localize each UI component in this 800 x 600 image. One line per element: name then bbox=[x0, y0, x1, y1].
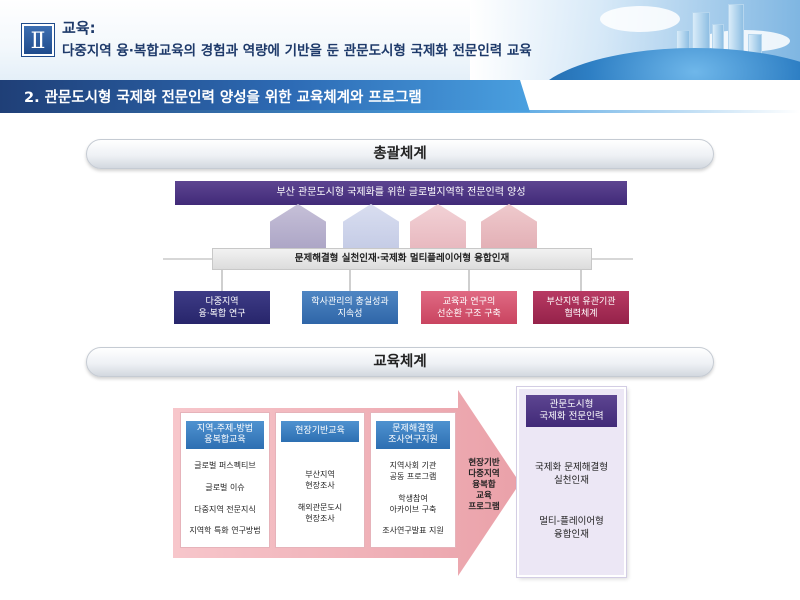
header-banner bbox=[0, 0, 800, 80]
panel-heading: 문제해결형 조사연구지원 bbox=[376, 421, 450, 449]
program-panel: 현장기반교육 부산지역 현장조사 해외관문도시 현장조사 bbox=[275, 412, 365, 548]
panel-heading-line: 조사연구지원 bbox=[388, 435, 438, 445]
overview-middle-box: 문제해결형 실천인재·국제화 멀티플레이어형 융합인재 bbox=[212, 248, 592, 270]
page-title: 교육: bbox=[62, 19, 96, 37]
connector-line bbox=[580, 270, 582, 292]
panel-heading-line: 현장기반교육 bbox=[295, 426, 345, 436]
panel-heading: 현장기반교육 bbox=[281, 421, 359, 442]
panel-item: 지역학 특화 연구방법 bbox=[189, 526, 261, 535]
connector-line bbox=[468, 270, 470, 292]
pillar-box: 교육과 연구의 선순환 구조 구축 bbox=[421, 291, 517, 324]
panel-heading-line: 지역-주제-방법 bbox=[196, 424, 254, 434]
overview-heading: 총괄체계 bbox=[86, 139, 714, 169]
up-arrow-shape bbox=[481, 204, 537, 248]
outcome-item: 멀티-플레이어형 bbox=[539, 516, 604, 527]
program-panel: 문제해결형 조사연구지원 지역사회 기관 공동 프로그램 학생참여 아카이브 구… bbox=[370, 412, 456, 548]
program-arrow-label: 현장기반 다중지역 융복합 교육 프로그램 bbox=[460, 458, 508, 513]
pillar-label: 학사관리의 충실성과 bbox=[311, 296, 389, 307]
panel-item: 현장조사 bbox=[305, 514, 335, 523]
panel-item: 조사연구발표 지원 bbox=[382, 526, 444, 535]
panel-item: 부산지역 bbox=[305, 470, 335, 479]
outcome-box: 관문도시형 국제화 전문인력 국제화 문제해결형 실천인재 멀티-플레이어형 융… bbox=[517, 387, 626, 577]
pillar-label: 다중지역 bbox=[205, 296, 239, 307]
arrow-label-line: 다중지역 bbox=[468, 469, 500, 479]
outcome-heading-line: 관문도시형 bbox=[549, 399, 594, 410]
pillar-label: 융·복합 연구 bbox=[198, 308, 246, 319]
panel-item: 글로벌 퍼스펙티브 bbox=[194, 461, 256, 470]
section-title-bar bbox=[0, 80, 530, 112]
outcome-item: 실천인재 bbox=[554, 475, 589, 486]
panel-item: 다중지역 전문지식 bbox=[194, 505, 256, 514]
outcome-heading-line: 국제화 전문인력 bbox=[539, 411, 604, 422]
pillar-box: 학사관리의 충실성과 지속성 bbox=[302, 291, 398, 324]
panel-item: 글로벌 이슈 bbox=[205, 483, 245, 492]
outcome-heading: 관문도시형 국제화 전문인력 bbox=[526, 395, 617, 427]
pillar-box: 부산지역 유관기관 협력체계 bbox=[533, 291, 629, 324]
pillar-box: 다중지역 융·복합 연구 bbox=[174, 291, 270, 324]
chapter-number-badge: Ⅱ bbox=[22, 24, 54, 56]
education-heading: 교육체계 bbox=[86, 347, 714, 377]
pillar-label: 지속성 bbox=[337, 308, 363, 319]
panel-item: 공동 프로그램 bbox=[389, 472, 437, 481]
overview-goal-box: 부산 관문도시형 국제화를 위한 글로벌지역학 전문인력 양성 bbox=[175, 181, 627, 205]
cloud-decoration bbox=[600, 6, 680, 32]
arrow-label-line: 현장기반 bbox=[468, 458, 500, 468]
pillar-label: 선순환 구조 구축 bbox=[437, 308, 501, 319]
panel-heading: 지역-주제-방법 융복합교육 bbox=[186, 421, 264, 449]
up-arrow-shape bbox=[270, 204, 326, 248]
section-title: 2. 관문도시형 국제화 전문인력 양성을 위한 교육체계와 프로그램 bbox=[24, 90, 422, 106]
outcome-item: 국제화 문제해결형 bbox=[535, 462, 608, 473]
arrow-label-line: 프로그램 bbox=[468, 502, 500, 512]
pillar-label: 교육과 연구의 bbox=[442, 296, 496, 307]
up-arrow-shape bbox=[410, 204, 466, 248]
arrow-label-line: 교육 bbox=[476, 491, 492, 501]
panel-item: 아카이브 구축 bbox=[389, 505, 437, 514]
outcome-item: 융합인재 bbox=[554, 529, 589, 540]
panel-item: 학생참여 bbox=[398, 494, 428, 503]
up-arrow-shape bbox=[343, 204, 399, 248]
panel-item: 현장조사 bbox=[305, 481, 335, 490]
page-subtitle: 다중지역 융·복합교육의 경험과 역량에 기반을 둔 관문도시형 국제화 전문인… bbox=[62, 43, 532, 59]
pillar-label: 부산지역 유관기관 bbox=[546, 296, 616, 307]
connector-line bbox=[349, 270, 351, 292]
panel-item: 지역사회 기관 bbox=[389, 461, 437, 470]
arrow-label-line: 융복합 bbox=[472, 480, 496, 490]
section-title-underline bbox=[0, 110, 800, 113]
connector-line bbox=[221, 270, 223, 292]
program-panel: 지역-주제-방법 융복합교육 글로벌 퍼스펙티브 글로벌 이슈 다중지역 전문지… bbox=[180, 412, 270, 548]
panel-heading-line: 융복합교육 bbox=[204, 435, 246, 445]
pillar-label: 협력체계 bbox=[564, 308, 598, 319]
panel-heading-line: 문제해결형 bbox=[392, 424, 434, 434]
panel-item: 해외관문도시 bbox=[297, 503, 343, 512]
